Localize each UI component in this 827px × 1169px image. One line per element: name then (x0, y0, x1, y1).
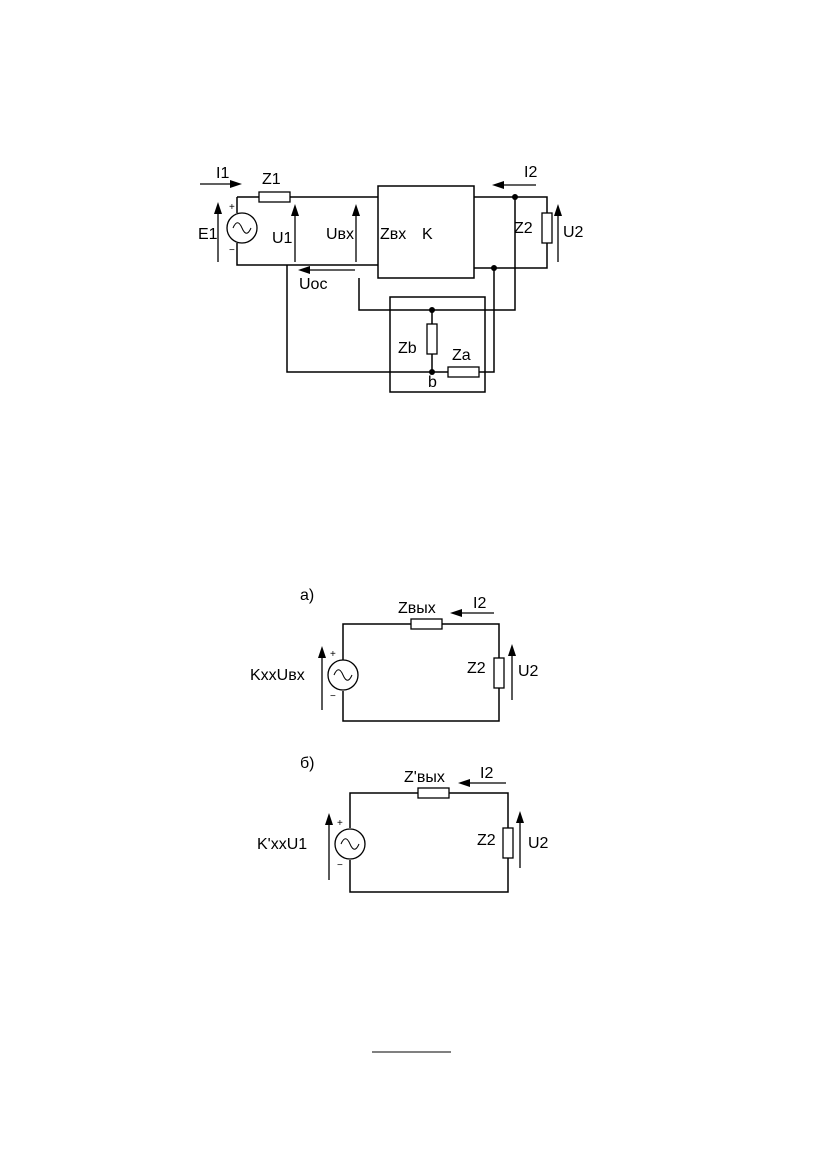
junction-dot (491, 265, 497, 271)
wire-za-out (479, 268, 495, 373)
label-za: Za (452, 347, 471, 364)
label-uoc: Uос (299, 276, 327, 293)
polarity-minus: − (330, 691, 336, 702)
arrow-u1 (291, 204, 299, 262)
label-u2-b: U2 (528, 835, 549, 852)
label-source-a: KxxUвх (250, 667, 305, 684)
arrow-i2-b (458, 779, 506, 787)
sine-wave-icon (333, 669, 353, 681)
label-k: K (422, 226, 433, 243)
junction-dot (429, 369, 435, 375)
caption-a: а) (300, 587, 314, 604)
label-z2-a: Z2 (467, 660, 486, 677)
arrow-i2 (492, 181, 536, 189)
wire-loop-a (342, 623, 500, 722)
label-source-b: K'xxU1 (257, 836, 307, 853)
arrow-source-b (325, 813, 333, 880)
wire-source-bottom (236, 243, 378, 266)
resistor-zout-a (410, 618, 443, 630)
label-z1: Z1 (262, 171, 281, 188)
resistor-z1 (258, 191, 291, 203)
label-e1: E1 (198, 226, 218, 243)
resistor-zout-b (417, 787, 450, 799)
polarity-minus: − (337, 860, 343, 871)
label-node-b: b (428, 374, 437, 391)
arrow-uoc (298, 266, 355, 274)
label-u2: U2 (563, 224, 584, 241)
arrow-i1 (200, 180, 242, 188)
circuit-diagram-main: + − (198, 164, 584, 393)
label-zvx: Zвх (380, 226, 406, 243)
label-z2: Z2 (514, 220, 533, 237)
arrow-uvx (352, 204, 360, 262)
label-zb: Zb (398, 340, 417, 357)
arrow-e1 (214, 202, 222, 262)
arrow-u2-a (508, 644, 516, 700)
resistor-z2 (541, 212, 553, 244)
feedback-network-box (389, 296, 486, 393)
label-i1: I1 (216, 165, 229, 182)
polarity-minus: − (229, 245, 235, 256)
resistor-z2-a (493, 657, 505, 689)
resistor-zb (426, 323, 438, 355)
arrow-u2 (554, 204, 562, 262)
label-uvx: Uвх (326, 226, 354, 243)
polarity-plus: + (330, 649, 336, 660)
label-u1: U1 (272, 230, 293, 247)
label-i2: I2 (524, 164, 537, 181)
wire-feedback-in (358, 197, 516, 311)
resistor-za (447, 366, 480, 378)
wire-right-bottom (474, 243, 548, 269)
polarity-plus: + (337, 818, 343, 829)
label-u2-a: U2 (518, 663, 539, 680)
label-i2-a: I2 (473, 595, 486, 612)
caption-b: б) (300, 755, 315, 772)
wire-feedback-return (286, 265, 448, 373)
sine-wave-icon (340, 838, 360, 850)
junction-dot (429, 307, 435, 313)
arrow-i2-a (450, 609, 494, 617)
label-zout-b: Z'вых (404, 769, 445, 786)
junction-dot (512, 194, 518, 200)
label-i2-b: I2 (480, 765, 493, 782)
sine-wave-icon (232, 222, 252, 234)
arrow-u2-b (516, 811, 524, 868)
equivalent-circuit-a: а) + − KxxUвх Zвых I2 Z2 U2 (250, 587, 539, 722)
label-zout-a: Zвых (398, 600, 436, 617)
label-z2-b: Z2 (477, 832, 496, 849)
polarity-plus: + (229, 202, 235, 213)
amplifier-block (377, 185, 475, 279)
wire-loop-b (349, 792, 509, 893)
equivalent-circuit-b: б) + − K'xxU1 Z'вых I2 Z2 U2 (257, 755, 549, 893)
resistor-z2-b (502, 827, 514, 859)
arrow-source-a (318, 646, 326, 710)
wire-right-top (474, 196, 548, 213)
